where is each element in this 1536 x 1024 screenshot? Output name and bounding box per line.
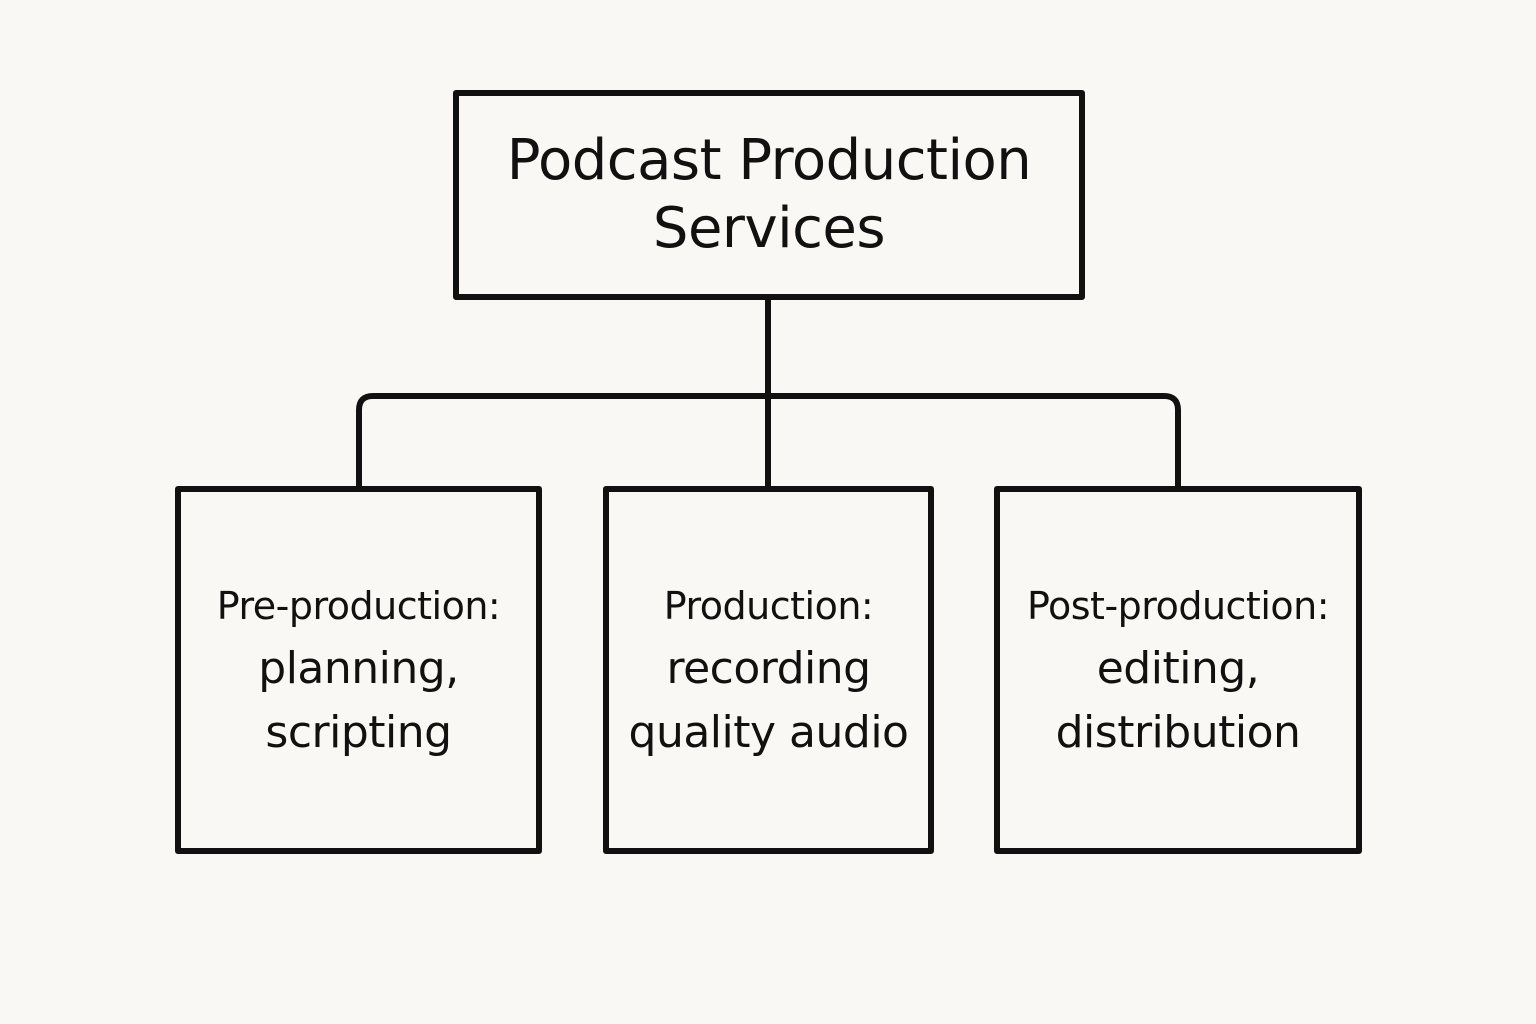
root-title-line-2: Services (652, 196, 886, 261)
child-node-pre-production: Pre-production: planning, scripting (175, 486, 542, 854)
root-title-line-1: Podcast Production (506, 128, 1032, 193)
production-line-1: recording (666, 643, 871, 694)
pre-production-line-1: planning, (258, 643, 459, 694)
post-production-line-2: distribution (1055, 707, 1301, 758)
child-node-post-production: Post-production: editing, distribution (994, 486, 1362, 854)
root-node-podcast-production-services: Podcast Production Services (453, 90, 1085, 300)
production-heading: Production: (663, 584, 874, 628)
pre-production-line-2: scripting (265, 707, 452, 758)
post-production-heading: Post-production: (1026, 584, 1330, 628)
production-line-2: quality audio (628, 707, 909, 758)
child-node-production: Production: recording quality audio (603, 486, 934, 854)
pre-production-heading: Pre-production: (216, 584, 501, 628)
post-production-line-1: editing, (1096, 643, 1260, 694)
